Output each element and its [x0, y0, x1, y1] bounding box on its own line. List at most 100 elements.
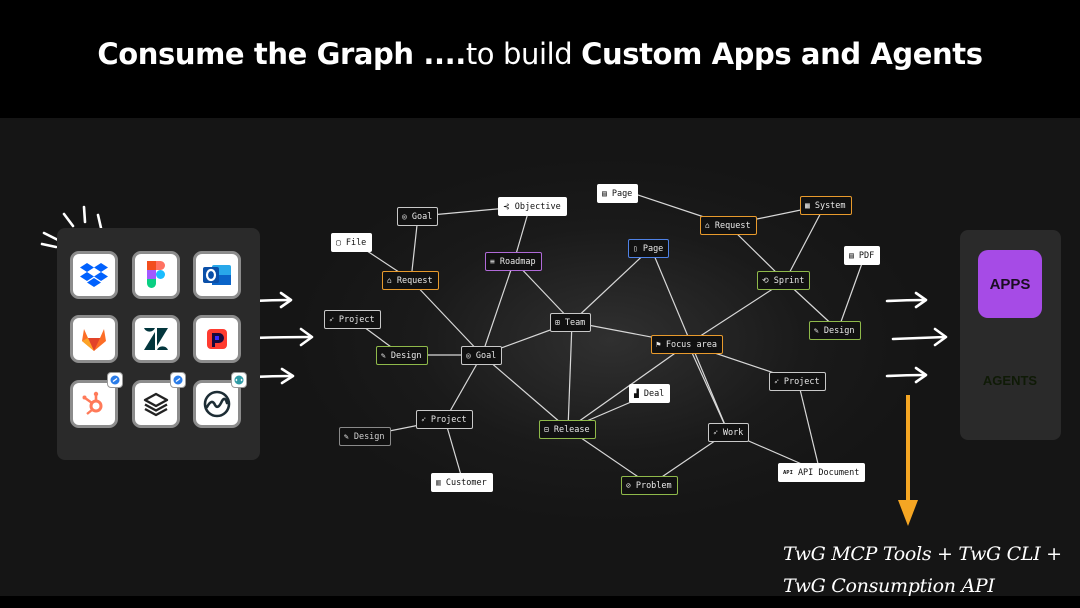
- pdf-icon: ▤: [849, 251, 854, 260]
- agents-box[interactable]: AGENTS: [976, 341, 1044, 419]
- node-focus-area[interactable]: ⚑Focus area: [651, 335, 724, 354]
- node-team[interactable]: ⊞Team: [550, 313, 592, 332]
- target-icon: ◎: [402, 212, 407, 221]
- note-line-1: TwG MCP Tools + TwG CLI +: [783, 543, 1062, 565]
- basecamp-icon: [203, 390, 231, 418]
- edge-goal-release: [481, 354, 569, 430]
- node-project-bottom[interactable]: ➶Project: [416, 410, 473, 429]
- node-project-left[interactable]: ➶Project: [324, 310, 381, 329]
- title-bar: Consume the Graph ....to build Custom Ap…: [0, 0, 1080, 118]
- rocket-icon: ➶: [774, 377, 779, 386]
- inbox-icon: ⌂: [705, 221, 710, 230]
- edge-goal-project: [444, 354, 483, 421]
- stack-connector-badge: [170, 372, 186, 388]
- output-arrow-2: [891, 335, 947, 341]
- node-page-blue[interactable]: ▯Page: [628, 239, 670, 258]
- node-system[interactable]: ▦System: [800, 196, 852, 215]
- title-thin-middle: to build: [465, 37, 582, 71]
- edge-request-goal: [410, 279, 483, 356]
- input-arrows: [251, 291, 314, 385]
- edge-roadmap-goal: [481, 260, 515, 356]
- title-bold-left: Consume the Graph ....: [97, 37, 466, 71]
- node-file[interactable]: ▢File: [331, 233, 373, 252]
- node-roadmap[interactable]: ≡Roadmap: [485, 252, 542, 271]
- pagerduty-tile[interactable]: [193, 315, 241, 363]
- output-arrow-1: [885, 298, 927, 303]
- inbox-icon: ⌂: [387, 276, 392, 285]
- bottom-strip: [0, 596, 1080, 608]
- ban-icon: ⊘: [626, 481, 631, 490]
- node-project-right[interactable]: ➶Project: [769, 372, 826, 391]
- output-arrows: [885, 291, 948, 384]
- building-icon: ▥: [436, 478, 441, 487]
- roadmap-icon: ≡: [490, 257, 495, 266]
- rocket-icon: ➶: [421, 415, 426, 424]
- slide-title: Consume the Graph ....to build Custom Ap…: [97, 37, 983, 71]
- node-release[interactable]: ⊟Release: [539, 420, 596, 439]
- node-design-left[interactable]: ✎Design: [376, 346, 428, 365]
- api-icon: API: [783, 469, 793, 476]
- pen-icon: ✎: [344, 432, 349, 441]
- zendesk-tile[interactable]: [132, 315, 180, 363]
- node-goal[interactable]: ◎Goal: [397, 207, 439, 226]
- graph-edges: [352, 192, 866, 486]
- edge-system-sprint: [784, 204, 826, 282]
- node-work[interactable]: ➶Work: [708, 423, 750, 442]
- note-line-2: TwG Consumption API: [783, 575, 995, 597]
- pen-icon: ✎: [814, 326, 819, 335]
- edge-team-release: [567, 321, 573, 430]
- apps-box[interactable]: APPS: [978, 250, 1042, 318]
- figma-icon: [147, 261, 165, 288]
- edge-sprint-focus: [687, 280, 786, 345]
- figma-tile[interactable]: [132, 251, 180, 299]
- hubspot-tile[interactable]: [70, 380, 118, 428]
- pagerduty-icon: [207, 329, 227, 349]
- agents-label: AGENTS: [982, 372, 1038, 388]
- node-pdf[interactable]: ▤PDF: [844, 246, 881, 265]
- edge-focus-release: [567, 343, 689, 430]
- node-goal-center[interactable]: ◎Goal: [461, 346, 503, 365]
- edge-pdf-design: [837, 254, 866, 331]
- split-icon: ⊰: [503, 202, 510, 211]
- stack-tile[interactable]: [132, 380, 180, 428]
- edge-page-team: [571, 247, 652, 323]
- sprint-icon: ⟲: [762, 276, 769, 285]
- outlook-tile[interactable]: [193, 251, 241, 299]
- box-icon: ⊟: [544, 425, 549, 434]
- connector-icon: [110, 375, 120, 385]
- gitlab-icon: [82, 329, 106, 351]
- document-icon: ▤: [602, 189, 607, 198]
- connector-icon: [173, 375, 183, 385]
- flag-icon: ⚑: [656, 340, 661, 349]
- page-icon: ▯: [633, 244, 638, 253]
- output-arrow-3: [885, 373, 927, 378]
- node-request[interactable]: ⌂Request: [700, 216, 757, 235]
- edge-roadmap-team: [513, 260, 573, 323]
- node-design-right[interactable]: ✎Design: [809, 321, 861, 340]
- target-icon: ◎: [466, 351, 471, 360]
- sparkle-icon: [40, 205, 103, 249]
- node-objective[interactable]: ⊰Objective: [498, 197, 567, 216]
- team-icon: ⊞: [555, 318, 560, 327]
- chart-icon: ▟: [634, 389, 639, 398]
- node-request-left[interactable]: ⌂Request: [382, 271, 439, 290]
- basecamp-tile[interactable]: [193, 380, 241, 428]
- node-problem[interactable]: ⊘Problem: [621, 476, 678, 495]
- node-deal[interactable]: ▟Deal: [629, 384, 671, 403]
- node-customer[interactable]: ▥Customer: [431, 473, 493, 492]
- calculator-icon: ▦: [805, 201, 810, 210]
- edge-focus-work: [687, 343, 729, 433]
- hubspot-connector-badge: [107, 372, 123, 388]
- hubspot-icon: [82, 391, 103, 415]
- consumption-note: TwG MCP Tools + TwG CLI + TwG Consumptio…: [783, 538, 1073, 602]
- gitlab-tile[interactable]: [70, 315, 118, 363]
- outlook-icon: [203, 265, 231, 285]
- title-bold-right: Custom Apps and Agents: [581, 37, 983, 71]
- dropbox-tile[interactable]: [70, 251, 118, 299]
- node-sprint[interactable]: ⟲Sprint: [757, 271, 811, 290]
- node-page[interactable]: ▤Page: [597, 184, 639, 203]
- edge-goal-request: [410, 215, 419, 281]
- node-design-bottom[interactable]: ✎Design: [339, 427, 391, 446]
- pen-icon: ✎: [381, 351, 386, 360]
